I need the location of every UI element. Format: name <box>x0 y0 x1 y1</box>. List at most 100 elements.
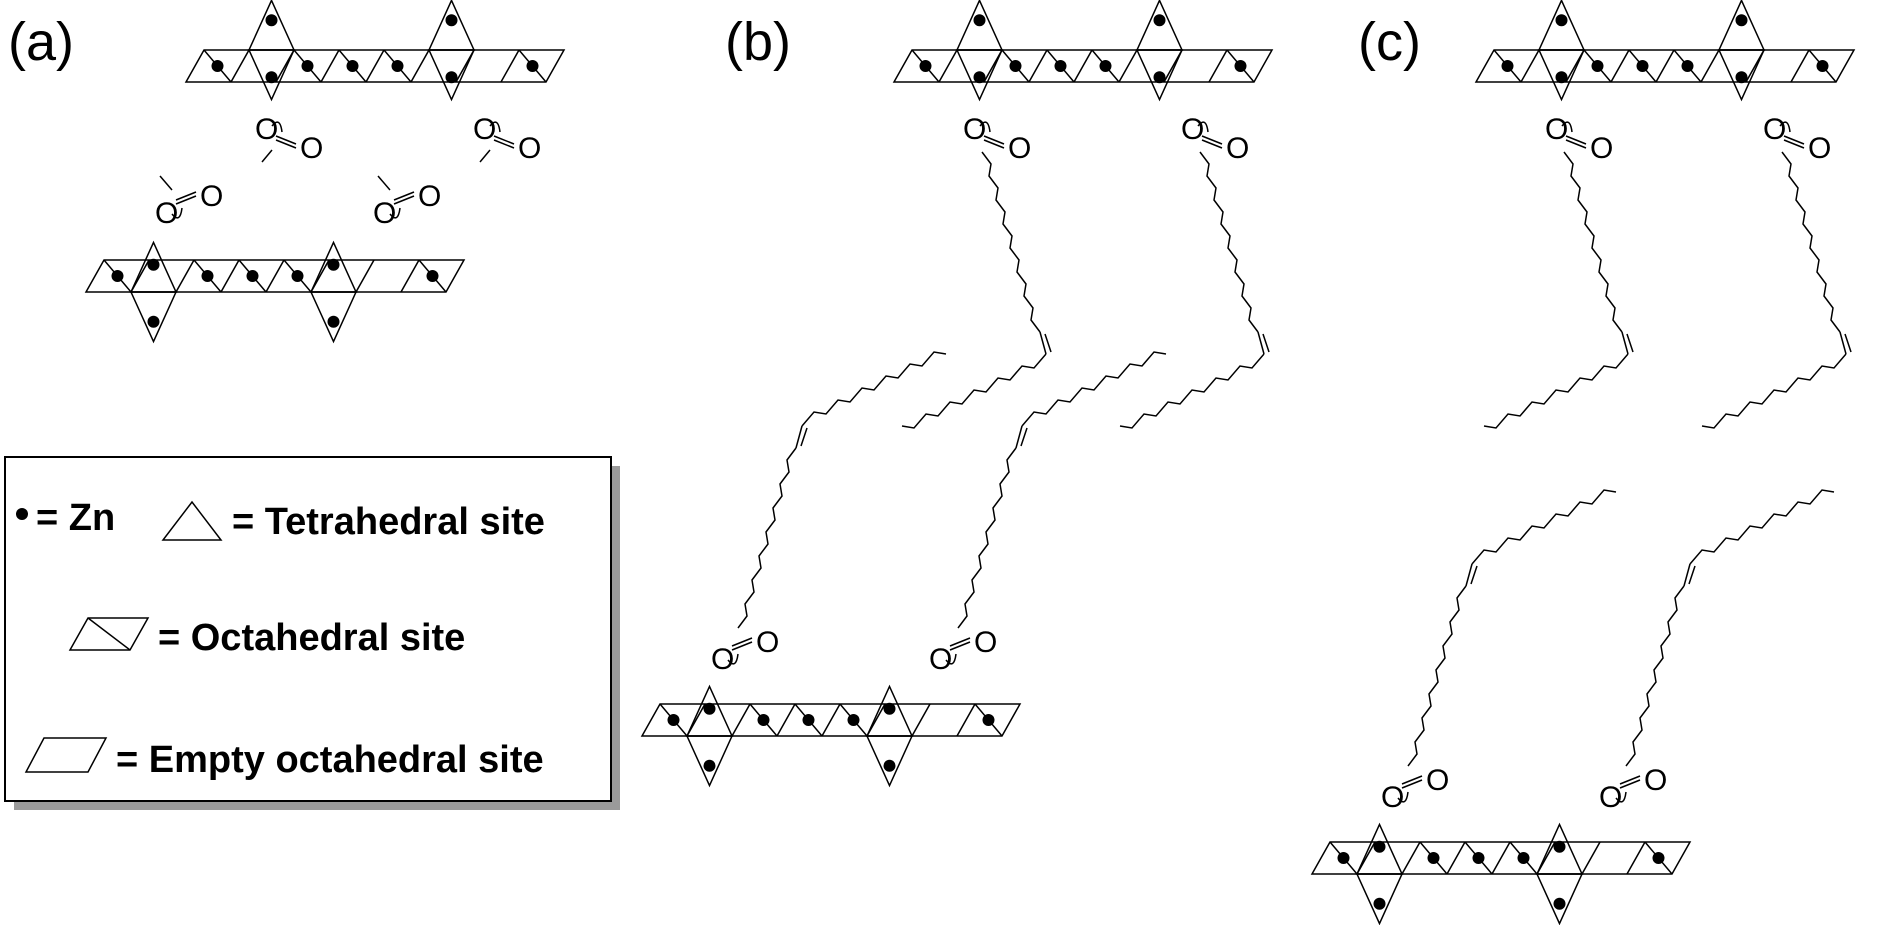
double-bond <box>1044 333 1052 353</box>
double-bond <box>1844 333 1852 353</box>
octahedral-edge <box>265 259 285 293</box>
zn-dot <box>1681 60 1694 72</box>
oxygen-atom: O <box>963 113 986 146</box>
zn-dot <box>211 60 224 72</box>
zn-dot <box>445 71 458 84</box>
legend: = Zn = Tetrahedral site = Octahedral sit… <box>4 456 620 810</box>
carboxylate-c3: OO <box>1381 764 1449 814</box>
carbonyl-bond <box>493 135 515 145</box>
layer-b-bottom <box>640 684 1022 788</box>
zn-dot <box>667 714 680 726</box>
carbonyl-bond <box>393 191 415 201</box>
octahedral-edge <box>220 259 240 293</box>
zn-dot <box>1337 852 1350 864</box>
layer-c-top <box>1474 0 1856 102</box>
zn-dot <box>526 60 539 72</box>
zn-dot <box>1472 852 1485 864</box>
carboxylate-c1: OO <box>1545 113 1613 165</box>
tetrahedral-site-icon <box>161 500 223 541</box>
carboxyl-bond <box>1779 121 1791 133</box>
zn-dot <box>973 14 986 27</box>
carboxyl-bond <box>1197 121 1209 133</box>
octahedral-edge <box>956 703 976 737</box>
zn-dot <box>847 714 860 726</box>
carboxylate-a2: OO <box>473 113 541 165</box>
alkyl-tail <box>1701 353 1847 429</box>
double-bond <box>1626 333 1634 353</box>
alkyl-segment <box>1407 585 1467 767</box>
legend-box <box>4 456 612 802</box>
tetrahedral-site <box>865 684 914 737</box>
octahedral-edge <box>1790 49 1810 83</box>
zn-dot <box>1153 71 1166 84</box>
oxygen-atom: O <box>974 626 997 659</box>
zn-dot-icon <box>16 508 28 520</box>
zn-dot <box>1427 852 1440 864</box>
carbonyl-bond <box>1401 775 1423 785</box>
octahedral-edge <box>400 259 420 293</box>
layer-a-top <box>184 0 566 102</box>
carbonyl-bond <box>949 637 971 647</box>
carbonyl-bond <box>1619 775 1641 785</box>
carboxylate-b4: OO <box>929 626 997 676</box>
alkyl-segment <box>1563 151 1623 333</box>
oxygen-atom: O <box>1763 113 1786 146</box>
chain-c4 <box>1625 489 1835 767</box>
octahedral-strip <box>1474 49 1856 83</box>
alkyl-chains <box>159 149 1852 767</box>
oxygen-atom: O <box>300 132 323 165</box>
chain-b2 <box>1119 151 1270 429</box>
zn-dot <box>1054 60 1067 72</box>
carbonyl-bond <box>493 139 515 149</box>
carboxyl-bond <box>271 121 283 133</box>
zn-dot <box>246 270 259 282</box>
double-bond <box>1262 333 1270 353</box>
carbonyl-bond <box>983 139 1005 149</box>
chain-c2 <box>1701 151 1852 429</box>
carbonyl-bond <box>1783 135 1805 145</box>
zn-dot <box>757 714 770 726</box>
carboxyl-bond <box>171 207 183 219</box>
zn-dot <box>426 270 439 282</box>
carboxylate-a3: OO <box>155 180 223 230</box>
double-bond <box>1465 563 1473 587</box>
layer-a-bottom <box>84 240 466 344</box>
zn-dot <box>265 71 278 84</box>
carboxylate-a4: OO <box>373 180 441 230</box>
alkyl-tail <box>1471 489 1617 565</box>
zn-dot <box>1816 60 1829 72</box>
carbonyl-bond <box>1201 139 1223 149</box>
layer-b-top <box>892 0 1274 102</box>
alkyl-segment <box>981 151 1041 333</box>
zn-dot <box>1099 60 1112 72</box>
zn-dot <box>147 315 160 328</box>
zn-dot <box>1555 71 1568 84</box>
tetrahedral-site <box>1135 49 1184 102</box>
octahedral-edge <box>1610 49 1630 83</box>
octahedral-edge <box>1626 841 1646 875</box>
octahedral-edge <box>355 259 375 293</box>
zn-dot <box>1373 840 1386 853</box>
zn-dot <box>802 714 815 726</box>
tetrahedral-site <box>1535 822 1584 875</box>
alkyl-segment <box>1781 151 1841 333</box>
zn-dot <box>1009 60 1022 72</box>
octahedral-strip <box>892 49 1274 83</box>
octahedral-edge <box>1073 49 1093 83</box>
octahedral-edge <box>1446 841 1466 875</box>
zn-dot <box>111 270 124 282</box>
tetrahedral-site <box>427 49 476 102</box>
carboxyl-bond <box>1561 121 1573 133</box>
carbonyl-bond <box>983 135 1005 145</box>
alkyl-tail <box>1689 489 1835 565</box>
legend-tetrahedral: = Tetrahedral site <box>232 501 545 543</box>
double-bond <box>795 425 803 449</box>
alkyl-segment <box>1199 151 1259 333</box>
octahedral-site-icon <box>68 617 150 651</box>
zn-dot <box>327 258 340 271</box>
octahedral-edge <box>911 703 931 737</box>
oxygen-atom: O <box>1008 132 1031 165</box>
oxygen-atom: O <box>418 180 441 213</box>
oxygen-atom: O <box>1808 132 1831 165</box>
